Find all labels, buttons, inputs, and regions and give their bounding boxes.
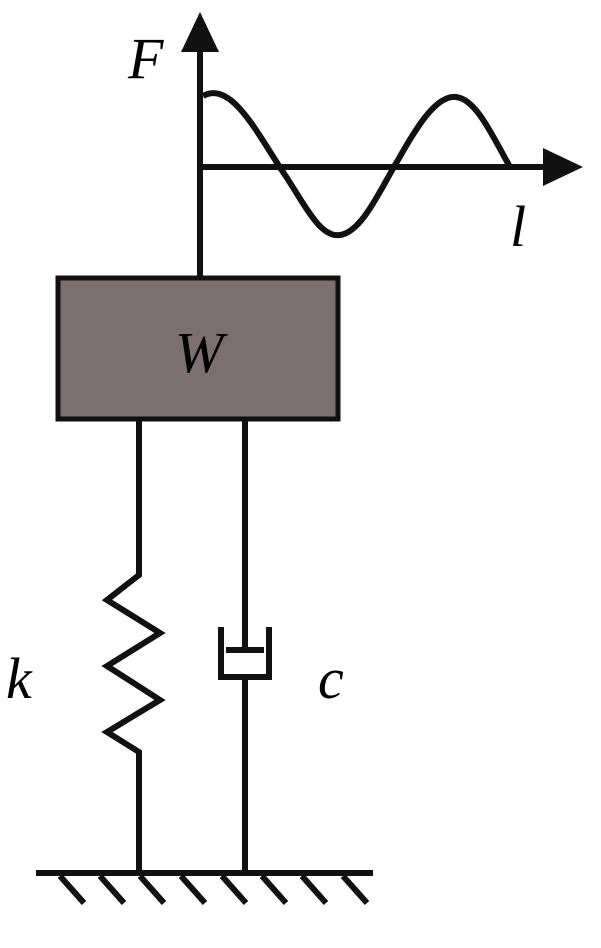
ground-hatch-mark xyxy=(97,874,127,905)
force-label: F xyxy=(127,26,164,91)
ground-hatch-mark xyxy=(340,874,370,905)
mass-label: W xyxy=(175,320,228,385)
spring-label: k xyxy=(6,646,33,711)
damper-label: c xyxy=(318,646,344,711)
displacement-axis-arrowhead xyxy=(543,148,583,186)
spring xyxy=(101,421,166,873)
ground-hatch-mark xyxy=(178,874,208,905)
ground-hatch-mark xyxy=(299,874,329,905)
ground-hatch-mark xyxy=(137,874,167,905)
displacement-label: l xyxy=(510,194,526,259)
ground-hatch-mark xyxy=(259,874,289,905)
ground-hatching xyxy=(57,874,370,905)
force-axis-arrowhead xyxy=(181,12,219,52)
mass-block xyxy=(55,275,341,422)
force-waveform xyxy=(201,90,513,239)
ground-hatch-mark xyxy=(57,874,87,905)
ground-hatch-mark xyxy=(219,874,249,905)
